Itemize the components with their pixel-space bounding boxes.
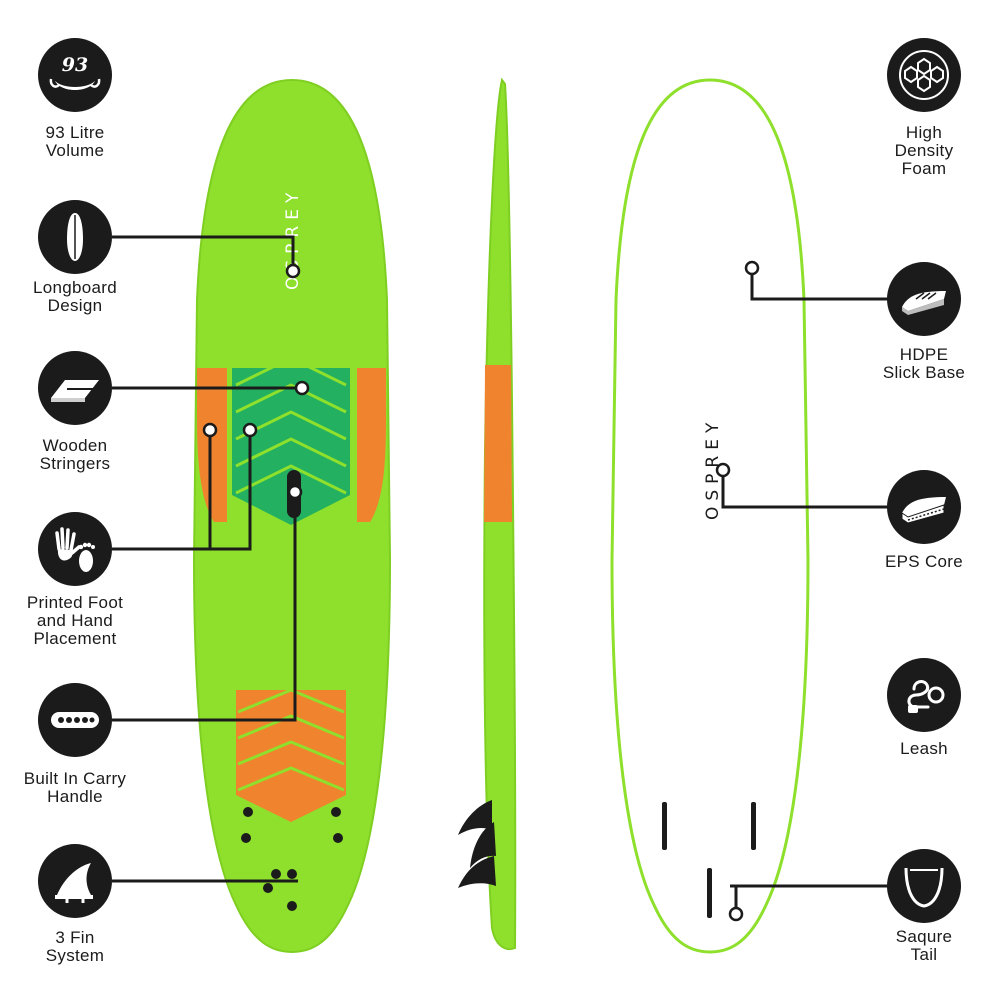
carry-handle-icon [38, 683, 112, 757]
base-fins [662, 802, 756, 918]
side-profile-board [458, 77, 517, 950]
deck-foot-pad [236, 688, 346, 822]
base-board: OSPREY [610, 78, 810, 954]
callout-lines-left [112, 235, 302, 883]
foot-hand-icon [38, 512, 112, 586]
feature-label: Built In Carry Handle [23, 769, 127, 806]
deck-side-pad-left [197, 368, 227, 522]
svg-text:93: 93 [62, 54, 88, 76]
eps-core-icon [887, 470, 961, 544]
fin-plugs [241, 807, 343, 911]
feature-label: Saqure Tail [895, 927, 953, 964]
slick-base-icon [887, 262, 961, 336]
feature-label: 3 Fin System [45, 928, 105, 965]
volume-93-icon: 93 [38, 38, 112, 112]
deck-board: OSPREY [192, 78, 392, 954]
feature-label: Longboard Design [33, 278, 117, 315]
feature-label: Printed Foot and Hand Placement [26, 593, 124, 648]
hexagon-foam-icon [887, 38, 961, 112]
feature-label: EPS Core [885, 552, 963, 571]
feature-label: High Density Foam [894, 123, 954, 178]
feature-label: 93 Litre Volume [45, 123, 105, 160]
deck-side-pad-right [357, 368, 386, 522]
callout-dots-left [202, 263, 310, 500]
feature-label: HDPE Slick Base [882, 345, 966, 382]
side-profile-rail-pad [484, 365, 512, 522]
callout-dots-right [715, 260, 760, 922]
feature-label: Leash [900, 739, 948, 758]
longboard-icon [38, 200, 112, 274]
side-profile-fins [458, 800, 496, 888]
feature-label: Wooden Stringers [39, 436, 111, 473]
wooden-stringers-icon [38, 351, 112, 425]
fin-icon [38, 844, 112, 918]
square-tail-icon [887, 849, 961, 923]
base-brand-logo: OSPREY [703, 417, 723, 520]
leash-icon [887, 658, 961, 732]
